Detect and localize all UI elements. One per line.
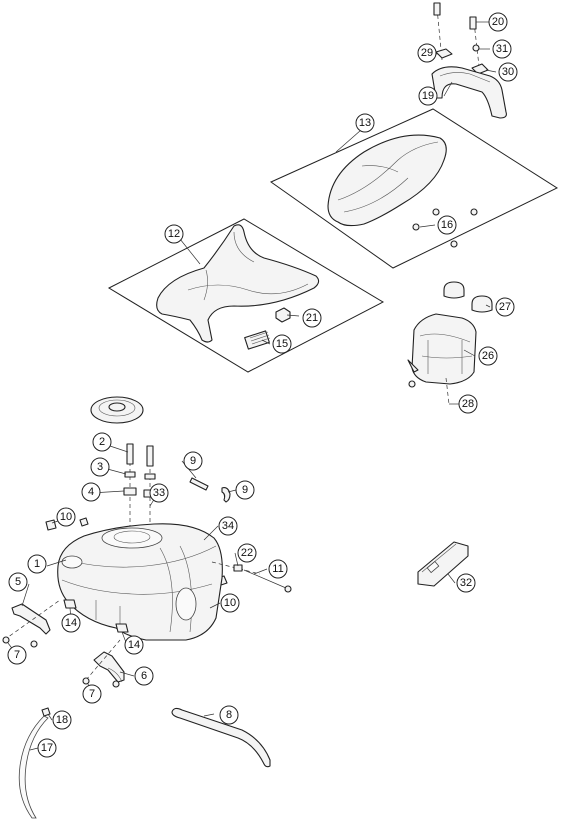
callout-33: 33 — [149, 483, 169, 503]
seat-lock-part-21 — [275, 307, 291, 323]
callout-12: 12 — [164, 224, 184, 244]
callout-label: 3 — [97, 461, 103, 473]
callout-16: 16 — [437, 215, 457, 235]
callout-21: 21 — [302, 308, 322, 328]
callout-31: 31 — [492, 39, 512, 59]
callout-label: 14 — [128, 639, 140, 651]
callout-20: 20 — [488, 12, 508, 32]
callout-label: 13 — [359, 117, 371, 129]
callout-2: 2 — [92, 432, 112, 452]
storage-compartment — [407, 281, 493, 405]
callout-label: 34 — [222, 520, 234, 532]
callout-label: 10 — [224, 597, 236, 609]
callout-14-left: 14 — [61, 613, 81, 633]
callout-14-right: 14 — [124, 635, 144, 655]
callout-3: 3 — [90, 457, 110, 477]
handle-washer-31 — [472, 44, 480, 52]
callout-label: 31 — [496, 43, 508, 55]
grab-handle-group — [431, 2, 507, 119]
rear-seat — [327, 134, 447, 227]
callout-17: 17 — [37, 738, 57, 758]
callout-label: 29 — [421, 47, 433, 59]
callout-label: 7 — [89, 688, 95, 700]
handle-bolt-right — [469, 16, 477, 30]
fuel-cap — [90, 396, 144, 424]
bracket-6 — [82, 639, 125, 688]
callout-label: 6 — [141, 670, 147, 682]
callout-label: 9 — [190, 455, 196, 467]
rear-seat-rubber-buffers — [412, 208, 478, 248]
tank-mount-14-left — [63, 599, 77, 609]
cap-27-left — [443, 281, 465, 299]
callout-10-right: 10 — [220, 593, 240, 613]
callout-9-right: 9 — [235, 480, 255, 500]
fuel-tank — [57, 523, 261, 641]
rubber-strip-8 — [171, 707, 271, 768]
callout-8: 8 — [219, 705, 239, 725]
callout-29: 29 — [417, 43, 437, 63]
callout-label: 18 — [56, 714, 68, 726]
rubber-10-left-b — [79, 517, 89, 527]
callout-label: 11 — [272, 563, 283, 575]
callout-label: 21 — [306, 312, 318, 324]
callout-32: 32 — [456, 573, 476, 593]
handle-bolt-left — [433, 2, 441, 16]
callout-18: 18 — [52, 710, 72, 730]
hose-9-upper — [189, 477, 209, 491]
callout-4: 4 — [81, 482, 101, 502]
callout-30: 30 — [498, 62, 518, 82]
callout-11: 11 — [268, 559, 288, 579]
callout-27: 27 — [495, 297, 515, 317]
callout-label: 5 — [15, 576, 21, 588]
callout-15: 15 — [272, 334, 292, 354]
callout-label: 15 — [276, 338, 288, 350]
callout-34: 34 — [218, 516, 238, 536]
callout-28: 28 — [458, 394, 478, 414]
callout-label: 27 — [499, 301, 511, 313]
callout-label: 12 — [168, 228, 180, 240]
rubber-10-left-a — [45, 519, 57, 531]
callout-6: 6 — [134, 666, 154, 686]
callout-label: 7 — [14, 649, 20, 661]
callout-label: 19 — [422, 90, 434, 102]
compartment-screw — [408, 380, 416, 388]
callout-5: 5 — [8, 572, 28, 592]
callout-10-left: 10 — [56, 507, 76, 527]
tank-mount-14-right — [115, 623, 129, 633]
callout-9-upper: 9 — [183, 451, 203, 471]
callout-22: 22 — [237, 543, 257, 563]
document-pouch-32 — [417, 541, 469, 587]
callout-label: 4 — [88, 486, 94, 498]
callout-13: 13 — [355, 113, 375, 133]
callout-label: 1 — [34, 558, 40, 570]
callout-label: 28 — [462, 398, 474, 410]
rider-seat — [156, 224, 320, 343]
callout-label: 8 — [226, 709, 232, 721]
callout-label: 26 — [482, 350, 494, 362]
hose-9-right — [221, 487, 231, 503]
callout-label: 33 — [153, 487, 165, 499]
bracket-5 — [2, 599, 61, 648]
drain-hose-17 — [18, 707, 51, 819]
callout-1: 1 — [27, 554, 47, 574]
callout-label: 32 — [460, 577, 472, 589]
callout-label: 30 — [502, 66, 514, 78]
callout-label: 10 — [60, 511, 72, 523]
cap-27-right — [471, 295, 493, 313]
handle-washer-29 — [435, 48, 453, 59]
callout-label: 20 — [492, 16, 504, 28]
tank-screws — [123, 443, 157, 528]
callout-7-left: 7 — [7, 645, 27, 665]
callout-label: 14 — [65, 617, 77, 629]
callout-19: 19 — [418, 86, 438, 106]
callout-7-bottom: 7 — [82, 684, 102, 704]
callout-label: 2 — [99, 436, 105, 448]
seat-pad-15 — [244, 330, 271, 350]
callout-label: 22 — [241, 547, 253, 559]
callout-label: 16 — [441, 219, 453, 231]
callout-label: 9 — [242, 484, 248, 496]
callout-label: 17 — [41, 742, 53, 754]
callout-26: 26 — [478, 346, 498, 366]
